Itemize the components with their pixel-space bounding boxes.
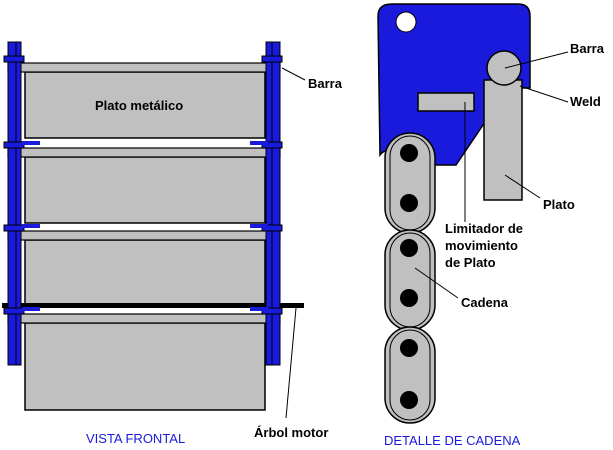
left-chain	[3, 41, 25, 366]
limiter-label-line-2: movimiento	[445, 238, 518, 253]
detail-caption: DETALLE DE CADENA	[384, 433, 521, 448]
metal-plate-2	[24, 156, 266, 224]
bar-leader-front	[281, 67, 306, 81]
metal-plate-4	[24, 322, 266, 411]
detail-chain	[384, 132, 436, 424]
plate-leader	[504, 174, 541, 199]
chain-label: Cadena	[461, 295, 509, 310]
drive-shaft	[2, 303, 304, 308]
support-bar-1	[7, 62, 281, 73]
limiter-label-line-1: Limitador de	[445, 221, 523, 236]
metal-plate-3	[24, 239, 266, 307]
shaft-label: Árbol motor	[254, 425, 328, 440]
chain-detail: Barra Weld Plato Limitador de movimiento…	[377, 3, 605, 448]
bar-label-front: Barra	[308, 76, 343, 91]
shaft-leader	[285, 307, 297, 419]
detail-bar	[486, 50, 522, 86]
plate-label: Plato metálico	[95, 98, 183, 113]
weld-label: Weld	[570, 94, 601, 109]
bar-leader-detail	[504, 51, 569, 69]
support-bar-4	[7, 313, 281, 324]
movement-limiter	[417, 92, 475, 112]
support-bar-2	[7, 147, 281, 158]
bar-label-detail: Barra	[570, 41, 605, 56]
metal-plate-1	[24, 71, 266, 139]
weld-leader	[519, 85, 569, 103]
detail-plate-label: Plato	[543, 197, 575, 212]
detail-plate	[483, 79, 523, 201]
limiter-label-line-3: de Plato	[445, 255, 496, 270]
front-view-caption: VISTA FRONTAL	[86, 431, 185, 446]
support-bar-3	[7, 230, 281, 241]
chain-leader	[414, 267, 459, 299]
front-view: Plato metálico Barra Árbol motor VISTA F…	[2, 41, 343, 446]
bracket-hole	[395, 11, 417, 33]
right-chain	[261, 41, 283, 366]
